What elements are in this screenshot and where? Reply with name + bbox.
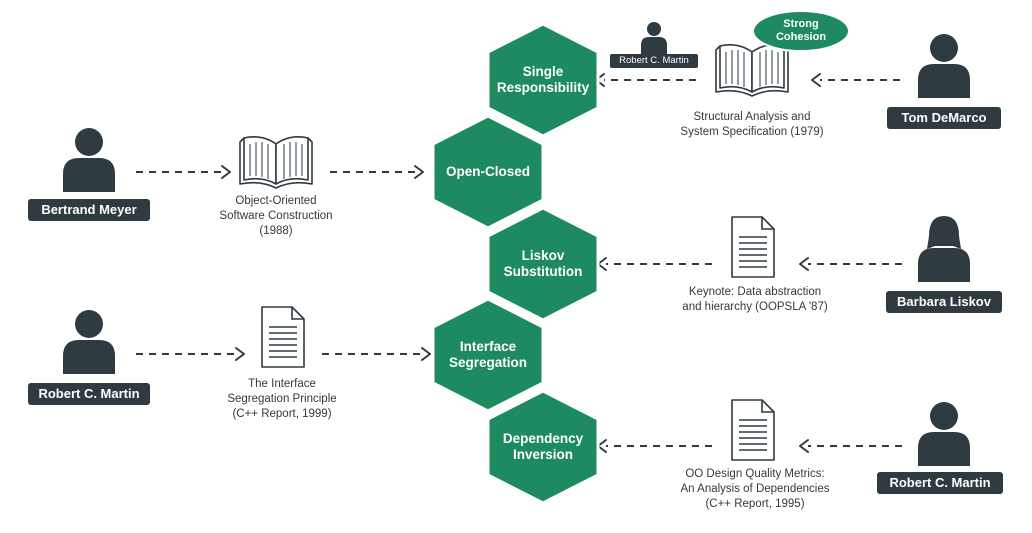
arrowhead-right-icon	[421, 347, 431, 361]
arrow-heads	[221, 73, 821, 453]
person-barbara-liskov-icon	[918, 216, 970, 282]
arrowhead-left-icon	[811, 73, 821, 87]
name-box-barbara-liskov: Barbara Liskov	[886, 291, 1002, 313]
name-box-robert-martin: Robert C. Martin	[28, 383, 150, 405]
person-bertrand-meyer-icon	[63, 128, 115, 192]
hexagon-liskov-substitution	[486, 206, 600, 322]
arrowhead-left-icon	[799, 439, 809, 453]
person-robert-martin-icon	[918, 402, 970, 466]
open-book-icon	[239, 136, 313, 189]
name-box-robert-martin-small: Robert C. Martin	[610, 54, 698, 68]
arrowhead-left-icon	[799, 257, 809, 271]
caption-isp: The Interface Segregation Principle (C++…	[227, 378, 337, 420]
hexagon-dependency-inversion	[486, 389, 600, 505]
arrowhead-right-icon	[221, 165, 231, 179]
document-icon	[731, 216, 775, 278]
arrowhead-right-icon	[414, 165, 424, 179]
document-icon	[261, 306, 305, 368]
name-box-bertrand-meyer: Bertrand Meyer	[28, 199, 150, 221]
person-robert-martin-small-icon	[641, 22, 667, 54]
name-box-robert-martin: Robert C. Martin	[877, 472, 1003, 494]
name-box-tom-demarco: Tom DeMarco	[887, 107, 1001, 129]
principle-label-open-closed: Open-Closed	[445, 164, 530, 179]
arrow-lines	[136, 79, 902, 447]
strong-cohesion-bubble	[752, 10, 850, 52]
caption-oosc: Object-Oriented Software Construction (1…	[219, 195, 333, 237]
document-icon	[731, 399, 775, 461]
open-book-icon	[715, 44, 789, 97]
principle-hexagons	[431, 22, 600, 505]
caption-oodqm: OO Design Quality Metrics: An Analysis o…	[680, 468, 830, 510]
hexagon-open-closed	[431, 114, 545, 230]
person-robert-martin-icon	[63, 310, 115, 374]
hexagon-interface-segregation	[431, 297, 545, 413]
person-tom-demarco-icon	[918, 34, 970, 98]
hexagon-single-responsibility	[486, 22, 600, 138]
caption-keynote: Keynote: Data abstraction and hierarchy …	[682, 286, 828, 313]
arrowhead-right-icon	[235, 347, 245, 361]
caption-structured-analysis: Structural Analysis and System Specifica…	[680, 111, 824, 138]
